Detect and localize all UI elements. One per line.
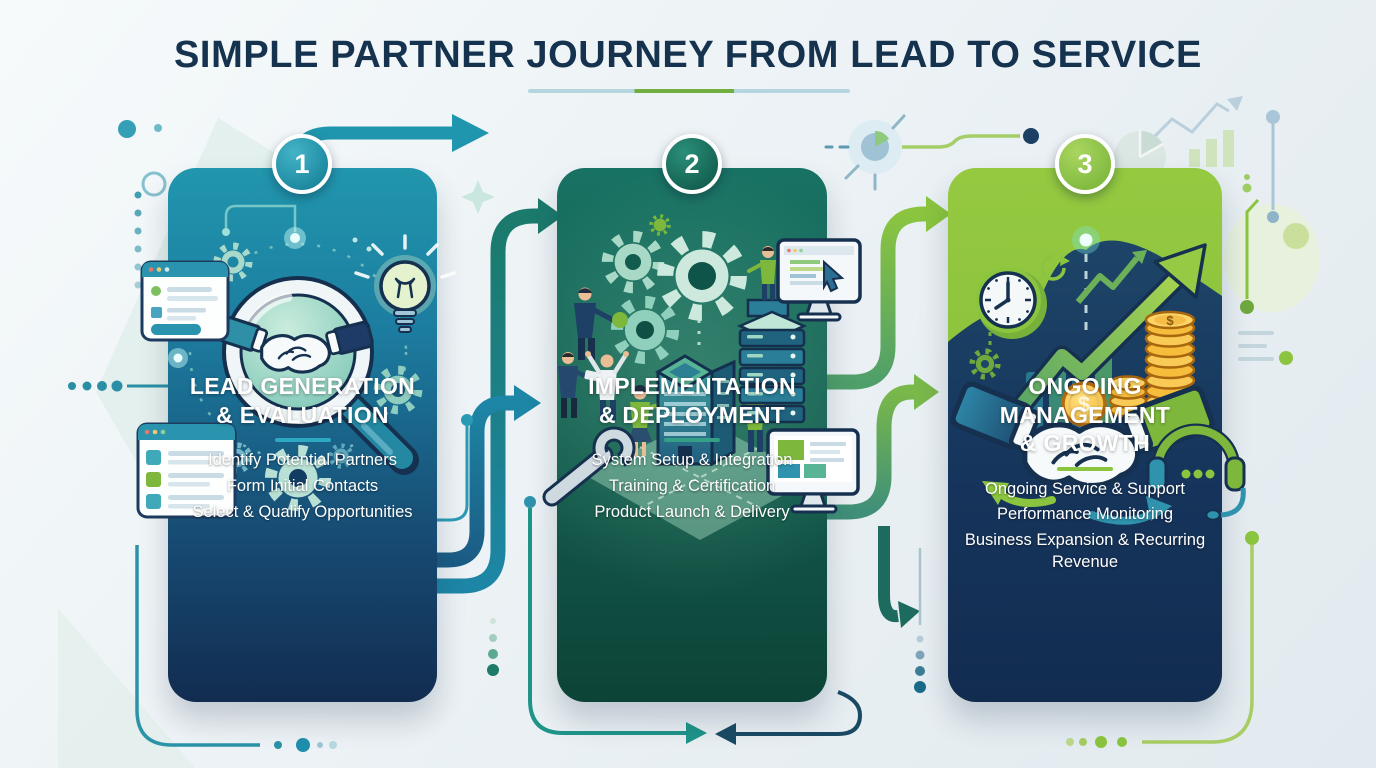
step-number: 2 [684,148,700,179]
dotted-line-gap23 [914,548,926,693]
node-line-to-panel3 [902,128,1039,149]
flow-arrow-2-to-3-upper [827,196,951,390]
panel-1-items: Identify Potential Partners Form Initial… [168,450,437,523]
panel-3-text: ONGOING MANAGEMENT & GROWTH Ongoing Serv… [948,372,1222,578]
panel-2-title: IMPLEMENTATION & DEPLOYMENT [588,373,796,428]
small-arrow-2-to-3-bottom [878,526,920,628]
list-item: Product Launch & Delivery [594,502,790,521]
list-item: Select & Qualify Opportunities [192,502,413,521]
flow-arrow-top [292,114,489,154]
flow-arrow-1-to-2-upper [437,198,563,594]
step-badge-2: 2 [662,134,722,194]
step-badge-1: 1 [272,134,332,194]
thin-connector-dot-line-gap12 [437,414,499,676]
bar-chart-mini-icon [1189,130,1234,167]
panel-3-items: Ongoing Service & Support Performance Mo… [948,479,1222,574]
flow-arrow-2-to-3-lower [827,374,939,520]
panel-2-items: System Setup & Integration Training & Ce… [557,450,827,523]
pie-target-icon [824,114,906,191]
step-badge-3: 3 [1055,134,1115,194]
panel-1-text: LEAD GENERATION & EVALUATION Identify Po… [168,372,437,527]
panel-3-title: ONGOING MANAGEMENT & GROWTH [999,373,1171,457]
green-blob [1224,204,1320,312]
panel-1-divider [274,438,331,443]
page-title: SIMPLE PARTNER JOURNEY FROM LEAD TO SERV… [173,34,1202,76]
list-item: Performance Monitoring [996,505,1174,524]
title-divider [528,89,850,93]
panel-2-divider [664,438,720,443]
step-number: 3 [1077,148,1093,179]
list-item: Form Initial Contacts [226,476,379,495]
step-number: 1 [294,148,310,179]
list-item: Training & Certification [608,476,776,495]
panel-2-text: IMPLEMENTATION & DEPLOYMENT System Setup… [557,372,827,527]
panel-3-divider [1057,466,1113,471]
list-item: Business Expansion & Recurring Revenue [964,531,1206,571]
list-item: Ongoing Service & Support [985,479,1185,498]
line-chart-icon [1146,96,1243,145]
panel-1-title: LEAD GENERATION & EVALUATION [189,373,416,428]
sparkle-icon [461,180,495,214]
list-item: Identify Potential Partners [208,451,397,470]
list-item: System Setup & Integration [591,451,793,470]
flow-arrow-1-to-2-lower [437,385,541,568]
